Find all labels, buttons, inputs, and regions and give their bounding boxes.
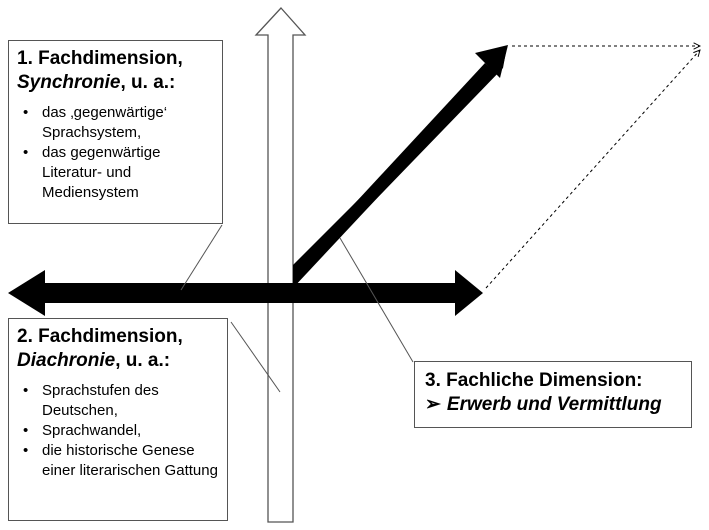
diachronie-box: 2. Fachdimension, Diachronie, u. a.: Spr… (8, 318, 228, 521)
fachliche-dimension-subtitle: ➢Erwerb und Vermittlung (425, 393, 681, 417)
list-item: Sprachstufen des Deutschen, (17, 381, 219, 421)
list-item: Sprachwandel, (17, 421, 219, 441)
diagonal-arrow-head (475, 45, 508, 78)
synchronie-title-number: 1. Fachdimension, (17, 48, 183, 69)
synchronie-title: 1. Fachdimension, Synchronie, u. a.: (17, 47, 214, 95)
diachronie-title-suffix: , u. a.: (115, 350, 171, 371)
diachronie-title-italic: Diachronie (17, 350, 116, 371)
synchronie-title-suffix: , u. a.: (120, 72, 176, 93)
vertical-outline-arrow (254, 7, 307, 523)
diachronie-title-number: 2. Fachdimension, (17, 326, 183, 347)
fachliche-dimension-title: 3. Fachliche Dimension: (425, 370, 643, 391)
diachronie-title: 2. Fachdimension, Diachronie, u. a.: (17, 325, 219, 373)
arrow-bullet-icon: ➢ (425, 394, 441, 415)
synchronie-title-italic: Synchronie (17, 72, 121, 93)
horizontal-double-arrow (8, 270, 483, 316)
fachliche-dimension-box: 3. Fachliche Dimension: ➢Erwerb und Verm… (414, 361, 692, 428)
list-item: das ‚gegenwärtige‘ Sprachsystem, (17, 103, 214, 143)
diagonal-arrow-shaft (293, 63, 495, 288)
synchronie-list: das ‚gegenwärtige‘ Sprachsystem, das geg… (17, 103, 214, 203)
dashed-arrow-diagonal (485, 50, 700, 289)
connector-box1 (180, 224, 223, 291)
connector-box2 (230, 321, 281, 393)
list-item: das gegenwärtige Literatur- und Mediensy… (17, 143, 214, 203)
list-item: die historische Genese einer literarisch… (17, 441, 219, 481)
connector-box3 (339, 237, 414, 363)
diachronie-list: Sprachstufen des Deutschen, Sprachwandel… (17, 381, 219, 481)
synchronie-box: 1. Fachdimension, Synchronie, u. a.: das… (8, 40, 223, 224)
fachliche-dimension-subtitle-text: Erwerb und Vermittlung (446, 394, 662, 415)
